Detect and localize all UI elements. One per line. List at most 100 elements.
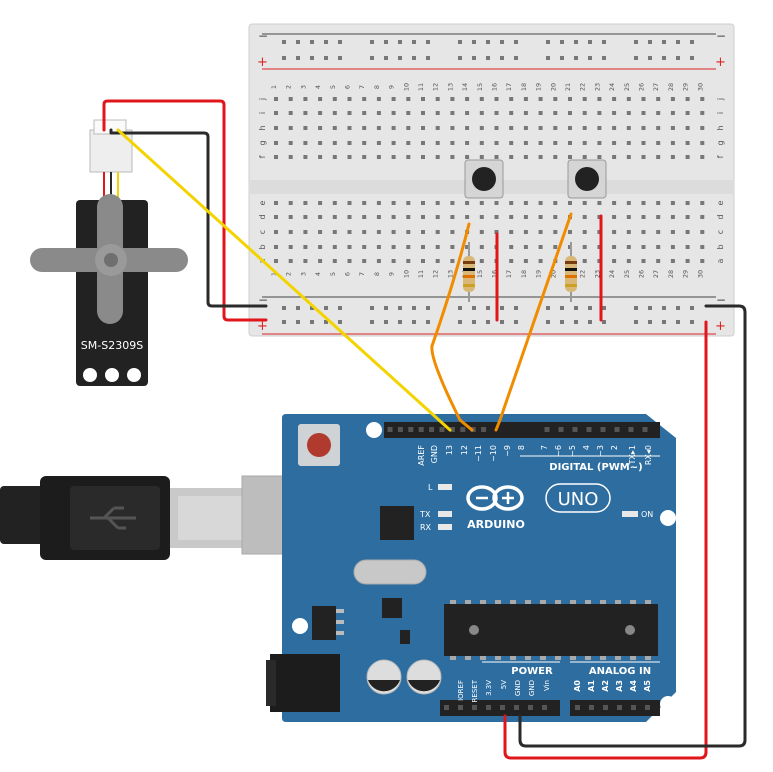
column-label-top: 24 — [608, 83, 616, 91]
capacitor-1 — [366, 659, 402, 695]
usb-chip — [380, 506, 414, 540]
resistor-2 — [565, 242, 577, 302]
column-label-bottom: 30 — [696, 270, 704, 278]
led-rx — [438, 524, 452, 530]
servo-motor: SM-S2309S — [30, 119, 188, 386]
wire-gnd-black — [518, 304, 747, 748]
rail-minus-bottom-left: − — [258, 293, 268, 307]
capacitor-2 — [406, 659, 442, 695]
column-label-bottom: 16 — [491, 270, 499, 278]
column-label-top: 21 — [564, 83, 572, 91]
column-label-top: 18 — [520, 83, 528, 91]
column-label-bottom: 28 — [667, 270, 675, 278]
analog-header — [570, 700, 660, 716]
pushbutton-2[interactable] — [567, 159, 607, 199]
row-label-f: f — [258, 155, 267, 158]
column-label-bottom: 7 — [358, 272, 366, 276]
digital-pin-label: RX◂0 — [644, 445, 653, 465]
column-label-top: 23 — [593, 83, 601, 91]
column-label-bottom: 18 — [520, 270, 528, 278]
column-label-top: 2 — [285, 85, 293, 89]
rail-minus-top-left: − — [258, 29, 268, 43]
row-label-h: h — [716, 125, 725, 130]
pushbutton-1[interactable] — [464, 159, 504, 199]
analog-in-label: ANALOG IN — [589, 666, 651, 677]
column-label-bottom: 19 — [535, 270, 543, 278]
voltage-regulator — [312, 606, 344, 640]
row-label-b: b — [716, 244, 725, 249]
digital-pin-label: TX▸1 — [628, 445, 637, 465]
digital-pin-label: ~6 — [554, 445, 563, 457]
resistor-1 — [463, 242, 475, 302]
column-label-top: 16 — [491, 83, 499, 91]
row-label-j: j — [716, 98, 725, 101]
row-label-i: i — [716, 112, 725, 114]
analog-pin-label: A0 — [573, 680, 582, 692]
row-label-h: h — [258, 125, 267, 130]
arduino-logo-icon — [466, 485, 524, 511]
led-tx — [438, 511, 452, 517]
servo-horn — [30, 194, 188, 324]
digital-pin-label: 8 — [517, 445, 526, 450]
row-label-f: f — [716, 155, 725, 158]
column-label-bottom: 24 — [608, 270, 616, 278]
row-label-d: d — [716, 214, 725, 219]
column-label-bottom: 13 — [446, 270, 454, 278]
led-l-label: L — [428, 483, 433, 492]
column-label-top: 22 — [579, 83, 587, 91]
reset-button[interactable] — [298, 424, 340, 466]
wire-servo-signal-yellow — [116, 128, 452, 432]
rail-plus-top-right: + — [715, 55, 726, 70]
wire-servo-black — [109, 128, 268, 308]
digital-pin-label: 12 — [460, 445, 469, 455]
uno-model-label: UNO — [558, 489, 599, 510]
digital-pin-label: 13 — [445, 445, 454, 455]
column-label-top: 9 — [388, 85, 396, 89]
column-label-bottom: 22 — [579, 270, 587, 278]
analog-pin-label: A3 — [615, 680, 624, 692]
crystal — [353, 559, 427, 585]
digital-pin-label: ~9 — [503, 445, 512, 457]
column-label-bottom: 11 — [417, 270, 425, 278]
column-label-top: 14 — [461, 83, 469, 91]
column-label-top: 5 — [329, 85, 337, 89]
digital-header-right — [540, 422, 660, 438]
column-label-bottom: 17 — [505, 270, 513, 278]
small-chip — [382, 598, 402, 618]
column-label-bottom: 29 — [682, 270, 690, 278]
wire-button2-orange — [494, 212, 573, 432]
column-label-bottom: 25 — [623, 270, 631, 278]
column-label-bottom: 27 — [652, 270, 660, 278]
power-pin-label: IOREF — [457, 680, 465, 701]
column-label-top: 12 — [432, 83, 440, 91]
row-label-i: i — [258, 112, 267, 114]
row-label-d: d — [258, 214, 267, 219]
column-label-top: 10 — [402, 83, 410, 91]
rail-minus-bottom-right: − — [716, 293, 726, 307]
digital-pin-label: 7 — [540, 445, 549, 450]
column-label-bottom: 2 — [285, 272, 293, 276]
rail-plus-top-left: + — [257, 55, 268, 70]
column-label-top: 1 — [270, 85, 278, 89]
column-label-top: 3 — [299, 85, 307, 89]
row-label-a: a — [716, 258, 725, 263]
column-label-bottom: 4 — [314, 272, 322, 276]
column-label-top: 20 — [549, 83, 557, 91]
power-jack — [266, 654, 340, 712]
rail-plus-bottom-right: + — [715, 319, 726, 334]
row-label-e: e — [258, 200, 267, 205]
breadboard-holes — [274, 40, 705, 324]
led-l — [438, 484, 452, 490]
led-on-label: ON — [641, 510, 653, 519]
column-label-top: 13 — [446, 83, 454, 91]
wire-button1-orange — [430, 222, 474, 432]
digital-pin-label: 4 — [582, 445, 591, 450]
power-pin-label: Vin — [543, 680, 551, 691]
power-pin-label: GND — [528, 680, 536, 696]
column-label-bottom: 15 — [476, 270, 484, 278]
analog-pin-label: A1 — [587, 680, 596, 692]
power-label: POWER — [511, 666, 553, 677]
wires — [102, 99, 747, 760]
